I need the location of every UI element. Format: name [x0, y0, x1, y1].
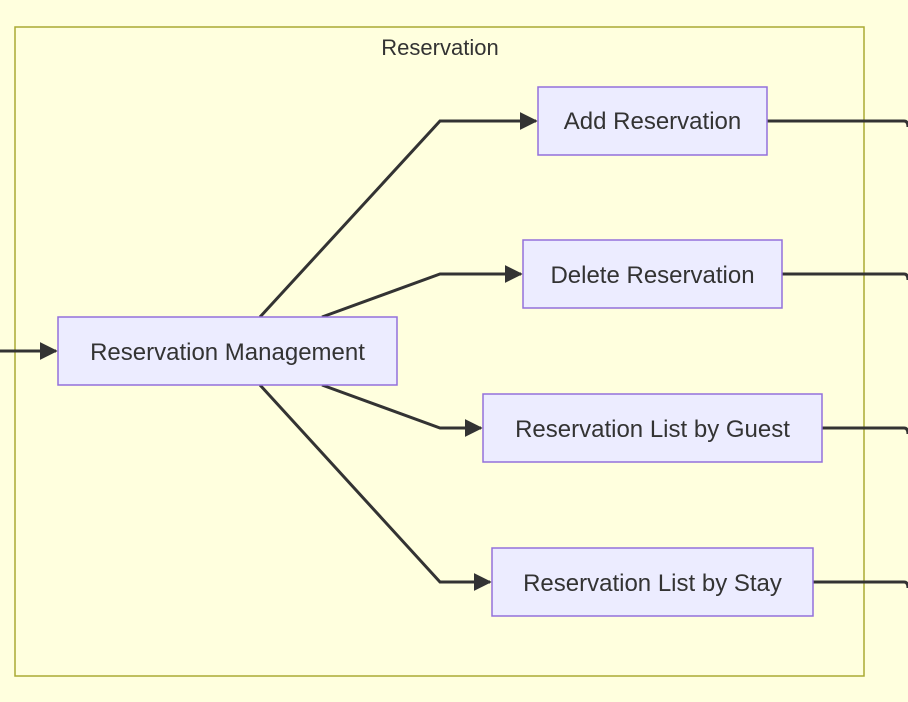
cluster-title: Reservation: [381, 35, 498, 60]
node-reservation-management[interactable]: Reservation Management: [57, 316, 398, 386]
edge-management-to-by-guest: [321, 383, 483, 437]
node-reservation-list-by-guest[interactable]: Reservation List by Guest: [482, 393, 823, 463]
node-label: Reservation Management: [90, 339, 365, 366]
node-label: Reservation List by Guest: [515, 416, 790, 443]
node-add-reservation[interactable]: Add Reservation: [537, 86, 768, 156]
node-label: Reservation List by Stay: [523, 570, 782, 597]
edge-management-to-delete: [321, 265, 523, 319]
edge-management-to-add: [258, 112, 538, 319]
node-delete-reservation[interactable]: Delete Reservation: [522, 239, 783, 309]
edge-management-to-by-stay: [258, 383, 492, 591]
node-label: Delete Reservation: [550, 262, 754, 289]
node-label: Add Reservation: [564, 108, 741, 135]
node-reservation-list-by-stay[interactable]: Reservation List by Stay: [491, 547, 814, 617]
edges: [0, 112, 908, 591]
